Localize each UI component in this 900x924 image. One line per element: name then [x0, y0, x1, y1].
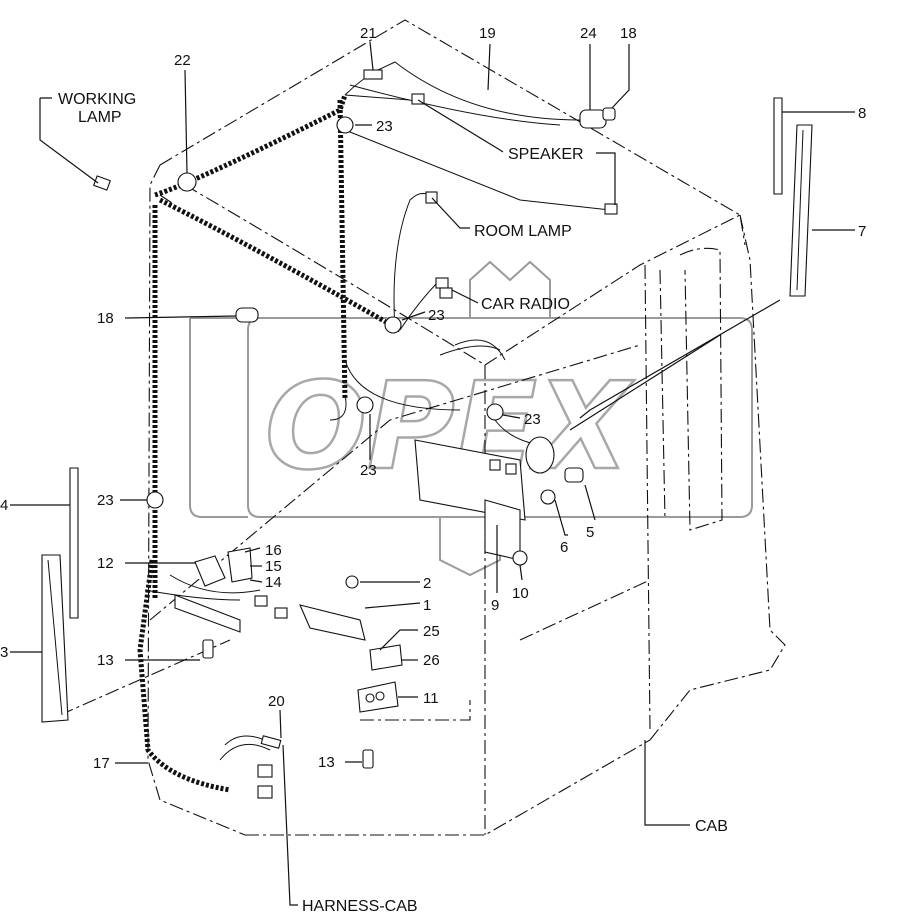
roof-harness	[137, 61, 611, 793]
car-radio-connector-2	[439, 287, 453, 299]
working-lamp	[93, 175, 111, 191]
label-cab: CAB	[695, 818, 728, 835]
label-harness-cab: HARNESS-CAB	[302, 898, 418, 915]
clamp-23-d	[486, 403, 504, 421]
bulb-18-top	[602, 107, 616, 121]
callout-16: 16	[265, 542, 282, 559]
callout-23-c: 23	[360, 462, 377, 479]
connector-21	[363, 69, 383, 80]
clamp-23-b	[384, 316, 402, 334]
callout-26: 26	[423, 652, 440, 669]
room-lamp-connector	[425, 191, 438, 204]
callout-17: 17	[93, 755, 110, 772]
wiper-front-left	[41, 467, 79, 723]
leader-lines	[10, 41, 855, 906]
callout-24: 24	[580, 25, 597, 42]
callout-13-a: 13	[97, 652, 114, 669]
callout-13-b: 13	[318, 754, 335, 771]
bulb-18-left	[235, 307, 259, 323]
watermark: OPEX	[189, 260, 753, 577]
callout-8: 8	[858, 105, 866, 122]
harness-connector-a	[257, 764, 273, 778]
relay-assembly	[357, 644, 403, 713]
label-car-radio: CAR RADIO	[481, 296, 570, 313]
callout-22: 22	[174, 52, 191, 69]
grommet-24	[579, 109, 607, 129]
label-working-lamp-line2: LAMP	[78, 109, 122, 126]
clamp-23-a	[336, 116, 354, 134]
watermark-gear	[189, 260, 753, 577]
callout-3: 3	[0, 644, 8, 661]
callout-10: 10	[512, 585, 529, 602]
callout-23-d: 23	[524, 411, 541, 428]
callout-14: 14	[265, 574, 282, 591]
callout-6: 6	[560, 539, 568, 556]
wiper-motor	[414, 436, 584, 566]
callout-18-a: 18	[620, 25, 637, 42]
car-radio-connector-1	[435, 277, 449, 289]
connector-20	[260, 735, 282, 749]
callout-11: 11	[423, 690, 439, 707]
callout-23-a: 23	[376, 118, 393, 135]
callout-20: 20	[268, 693, 285, 710]
callout-15: 15	[265, 558, 282, 575]
callout-9: 9	[491, 597, 499, 614]
callout-19: 19	[479, 25, 496, 42]
wiper-right	[773, 97, 813, 297]
callout-numbers: 1 2 3 4 5 6 7 8 9 10 11 12 13 13 14 15 1…	[0, 25, 866, 772]
callout-18-b: 18	[97, 310, 114, 327]
label-speaker: SPEAKER	[508, 146, 584, 163]
callout-25: 25	[423, 623, 440, 640]
callout-2: 2	[423, 575, 431, 592]
clamp-22	[177, 172, 197, 192]
label-working-lamp-line1: WORKING	[58, 91, 136, 108]
callout-7: 7	[858, 223, 866, 240]
callout-12: 12	[97, 555, 114, 572]
switch-panel	[174, 547, 374, 769]
speaker-connector-1	[411, 93, 425, 105]
speaker-connector-2	[604, 203, 618, 215]
clamp-23-e	[146, 491, 164, 509]
callout-23-e: 23	[97, 492, 114, 509]
part-labels: WORKING LAMP SPEAKER ROOM LAMP CAR RADIO…	[58, 91, 728, 915]
callout-1: 1	[423, 597, 431, 614]
harness-connector-b	[257, 785, 273, 799]
callout-4: 4	[0, 497, 8, 514]
label-room-lamp: ROOM LAMP	[474, 223, 572, 240]
components	[41, 69, 813, 799]
callout-5: 5	[586, 524, 594, 541]
callout-21: 21	[360, 25, 377, 42]
cab-outline	[59, 19, 786, 836]
callout-23-b: 23	[428, 307, 445, 324]
clamp-23-c	[356, 396, 374, 414]
